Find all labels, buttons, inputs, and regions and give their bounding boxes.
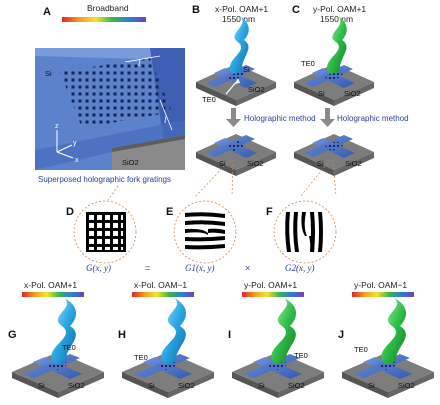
si-label: Si (148, 381, 155, 390)
eq-g2: G2(x, y) (285, 263, 314, 273)
panel-title: x-Pol. OAM+1 (24, 280, 77, 290)
te-label: TE0 (354, 345, 368, 354)
colorbar (22, 292, 84, 297)
panel-b-wavelength: 1550 nm (222, 14, 255, 24)
length-label-2: l (164, 115, 167, 125)
axis-y-label: y (73, 140, 77, 147)
sio2-label-b2: SiO2 (247, 159, 264, 168)
si-label-b2: Si (219, 159, 226, 168)
panel-c-title: y-Pol. OAM+1 (313, 4, 366, 14)
panel-b: B x-Pol. OAM+1 1550 nm Si SiO2 TE0 (192, 4, 276, 106)
chip-c-lower: Si SiO2 (294, 134, 374, 176)
eq-g1: G1(x, y) (185, 263, 214, 273)
sio2-label-a: SiO2 (122, 158, 139, 167)
panel-letter-c: C (292, 4, 300, 16)
axes-icon (56, 130, 74, 159)
oam-beam (161, 298, 187, 364)
panel-j: Jy-Pol. OAM−1Si SiO2 TE0 (338, 280, 434, 398)
si-label-c: Si (318, 89, 325, 98)
grating-e: E (166, 200, 237, 264)
panel-letter-a: A (43, 6, 51, 18)
panel-title: x-Pol. OAM−1 (134, 280, 187, 290)
colorbar (242, 292, 304, 297)
si-label-b: Si (243, 65, 250, 74)
broadband-colorbar (62, 17, 146, 22)
si-label: Si (368, 381, 375, 390)
sio2-label-b: SiO2 (248, 85, 265, 94)
eq-g: G(x, y) (86, 263, 111, 273)
oam-beam (51, 298, 77, 364)
chip-b-lower: Si SiO2 (196, 134, 276, 176)
panel-c: C y-Pol. OAM+1 1550 nm TE0 Si SiO2 (292, 4, 374, 106)
te-label: TE0 (62, 343, 76, 352)
eq-times: × (245, 263, 250, 273)
broadband-label: Broadband (87, 3, 129, 13)
fork-grating-holes (60, 58, 172, 128)
te-label: TE0 (134, 353, 148, 362)
down-arrow-icon (320, 119, 335, 127)
bottom-row: Gx-Pol. OAM+1Si SiO2 TE0 Hx-Pol. OAM−1Si SiO… (8, 280, 434, 398)
panel-b-title: x-Pol. OAM+1 (215, 4, 268, 14)
panel-a-caption: Superposed holographic fork gratings (38, 175, 171, 184)
panel-c-wavelength: 1550 nm (320, 14, 353, 24)
panel-letter-j: J (338, 329, 344, 341)
panel-letter-g: G (8, 329, 17, 341)
colorbar (352, 292, 414, 297)
panel-h: Hx-Pol. OAM−1Si SiO2 TE0 (118, 280, 214, 398)
oam-beam-blue (229, 16, 249, 74)
length-label-1: l (138, 58, 141, 68)
te-label: TE0 (294, 351, 308, 360)
si-label-c2: Si (317, 159, 324, 168)
sio2-label: SiO2 (68, 381, 85, 390)
panel-letter-b: B (192, 4, 200, 16)
sio2-label: SiO2 (398, 381, 415, 390)
panel-title: y-Pol. OAM+1 (244, 280, 297, 290)
panel-i: Iy-Pol. OAM+1Si SiO2 TE0 (228, 280, 324, 398)
panel-letter-d: D (66, 206, 74, 218)
oam-beam (381, 298, 407, 364)
panel-g: Gx-Pol. OAM+1Si SiO2 TE0 (8, 280, 104, 398)
te-label-c: TE0 (301, 59, 315, 68)
panel-title: y-Pol. OAM−1 (354, 280, 407, 290)
panel-letter-e: E (166, 206, 173, 218)
colorbar (132, 292, 194, 297)
panel-letter-f: F (266, 206, 273, 218)
panel-letter-i: I (228, 329, 231, 341)
panel-letter-h: H (118, 329, 126, 341)
oam-beam-green (327, 16, 347, 74)
equation: G(x, y) = G1(x, y) × G2(x, y) (86, 263, 314, 273)
grating-d: D (66, 200, 137, 264)
eq-equals: = (145, 263, 150, 273)
te-label-b: TE0 (202, 95, 216, 104)
holographic-label-c: Holographic method (337, 114, 409, 123)
axis-z-label: z (55, 123, 59, 130)
si-label-a: Si (45, 69, 52, 78)
axis-x-label: x (75, 157, 79, 164)
sio2-label: SiO2 (288, 381, 305, 390)
down-arrow-icon (226, 119, 241, 127)
oam-beam (271, 298, 297, 364)
si-label: Si (38, 381, 45, 390)
sio2-block (112, 135, 185, 170)
panel-a: A Broadband Si SiO2 l l z y x Superposed… (35, 3, 185, 184)
si-label: Si (258, 381, 265, 390)
holographic-label-b: Holographic method (244, 114, 316, 123)
holographic-arrows: Holographic method Holographic method (226, 108, 409, 127)
grating-f: F (266, 200, 337, 264)
sio2-label-c: SiO2 (344, 89, 361, 98)
sio2-label-c2: SiO2 (345, 159, 362, 168)
guide-lines (107, 159, 337, 201)
sio2-label: SiO2 (178, 381, 195, 390)
